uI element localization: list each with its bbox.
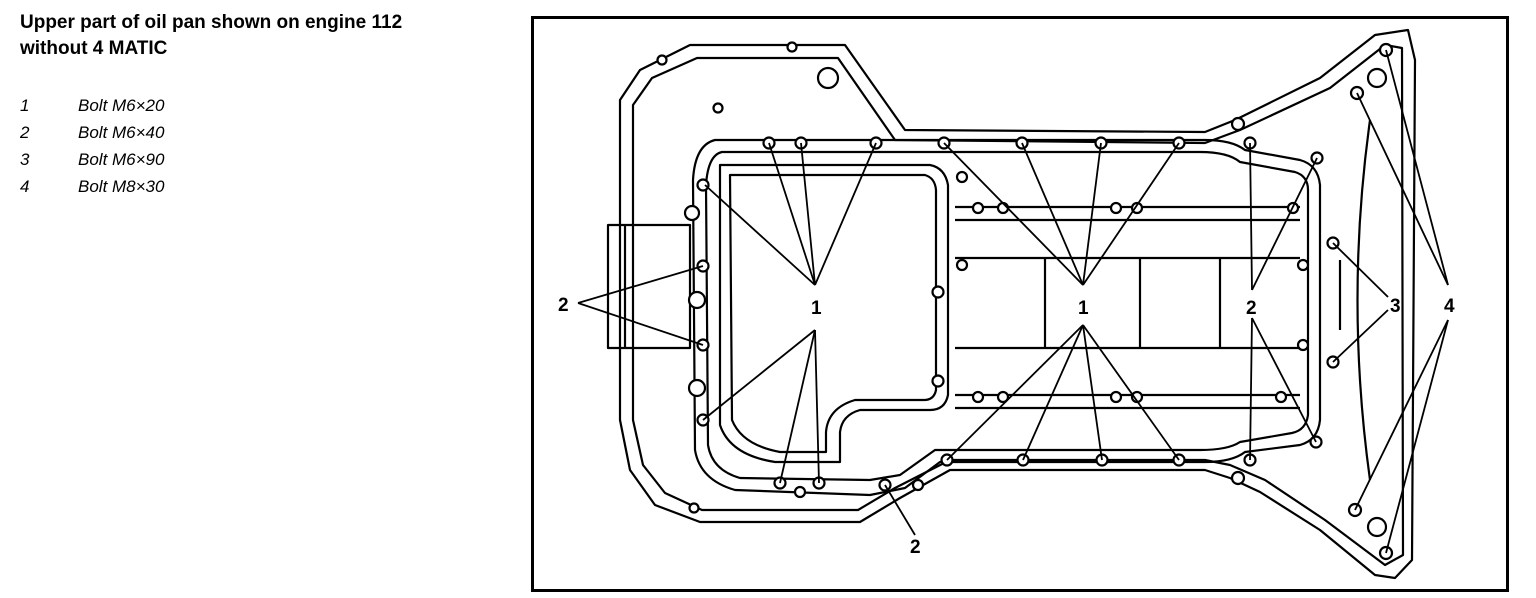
legend-text: Bolt M6×90 bbox=[78, 150, 165, 169]
callout-1-mid: 1 bbox=[1078, 298, 1089, 319]
legend-text: Bolt M8×30 bbox=[78, 177, 165, 196]
legend-text: Bolt M6×20 bbox=[78, 96, 165, 115]
title-line-2: without 4 MATIC bbox=[20, 38, 168, 59]
legend-number: 1 bbox=[20, 96, 30, 115]
callout-labels: 2 1 1 2 3 4 2 bbox=[558, 295, 1455, 558]
legend-number: 3 bbox=[20, 150, 30, 169]
legend-item: 2 Bolt M6×40 bbox=[20, 119, 164, 146]
callout-2-left: 2 bbox=[558, 295, 569, 316]
legend-item: 3 Bolt M6×90 bbox=[20, 146, 164, 173]
callout-3: 3 bbox=[1390, 296, 1401, 317]
bolt-holes bbox=[656, 41, 1394, 561]
figure-frame bbox=[531, 16, 1509, 592]
legend-item: 4 Bolt M8×30 bbox=[20, 173, 164, 200]
legend-item: 1 Bolt M6×20 bbox=[20, 92, 164, 119]
callout-2-mid: 2 bbox=[1246, 298, 1257, 319]
legend-number: 2 bbox=[20, 123, 30, 142]
callout-4: 4 bbox=[1444, 296, 1455, 317]
callout-1-left: 1 bbox=[811, 298, 822, 319]
oil-pan-outline bbox=[606, 28, 1417, 580]
leader-lines bbox=[577, 49, 1449, 554]
bolt-legend: 1 Bolt M6×20 2 Bolt M6×40 3 Bolt M6×90 4… bbox=[20, 92, 164, 200]
title-line-1: Upper part of oil pan shown on engine 11… bbox=[20, 12, 403, 33]
legend-text: Bolt M6×40 bbox=[78, 123, 165, 142]
legend-number: 4 bbox=[20, 177, 30, 196]
callout-2-bottom: 2 bbox=[910, 537, 921, 558]
figure-title: Upper part of oil pan shown on engine 11… bbox=[20, 10, 402, 62]
